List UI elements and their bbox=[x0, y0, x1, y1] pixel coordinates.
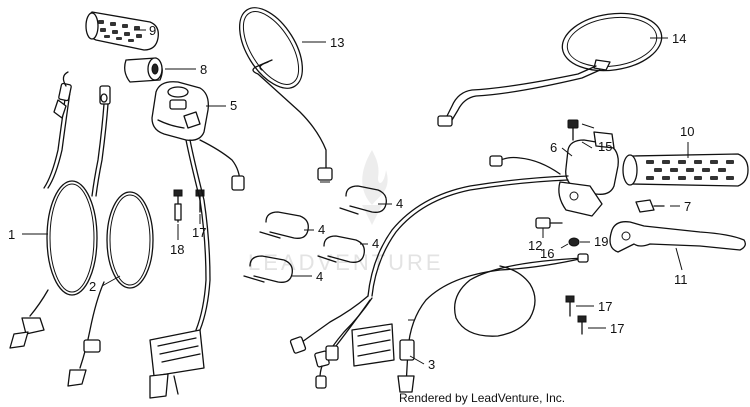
bolt-part-18[interactable] bbox=[173, 189, 183, 223]
callout-12: 12 bbox=[528, 238, 542, 253]
callout-4b: 4 bbox=[318, 222, 325, 237]
callout-16: 16 bbox=[540, 246, 554, 261]
wire-clamp-part-4d[interactable] bbox=[243, 255, 293, 283]
left-switch-harness bbox=[149, 139, 245, 399]
callout-10: 10 bbox=[680, 124, 694, 139]
mirror-left-part-13[interactable] bbox=[227, 0, 333, 183]
callout-17b: 17 bbox=[598, 299, 612, 314]
right-switch-harness bbox=[289, 155, 569, 389]
callout-13: 13 bbox=[330, 35, 344, 50]
bolt-part-17-right-a[interactable] bbox=[565, 295, 575, 317]
callout-3: 3 bbox=[428, 357, 435, 372]
bolt-part-15[interactable] bbox=[567, 119, 579, 141]
collar-part-8[interactable] bbox=[124, 57, 163, 83]
right-grip-part-10[interactable] bbox=[622, 153, 749, 187]
callout-14: 14 bbox=[672, 31, 686, 46]
callout-17c: 17 bbox=[610, 321, 624, 336]
bolt-part-17-right-b[interactable] bbox=[577, 315, 587, 335]
wire-clamp-part-4b[interactable] bbox=[259, 211, 309, 239]
nut-part-19[interactable] bbox=[568, 237, 580, 247]
callout-4a: 4 bbox=[396, 196, 403, 211]
callout-5: 5 bbox=[230, 98, 237, 113]
wire-clamp-part-4c[interactable] bbox=[317, 235, 365, 263]
brake-lever-part-11[interactable] bbox=[609, 221, 746, 253]
callout-17a: 17 bbox=[192, 225, 206, 240]
callout-labels: 9 8 5 13 14 1 2 4 4 4 4 6 15 10 7 11 12 … bbox=[8, 23, 694, 372]
callout-6: 6 bbox=[550, 140, 557, 155]
callout-8: 8 bbox=[200, 62, 207, 77]
callout-2: 2 bbox=[89, 279, 96, 294]
callout-9: 9 bbox=[149, 23, 156, 38]
callout-11: 11 bbox=[674, 272, 688, 287]
callout-19: 19 bbox=[594, 234, 608, 249]
callout-7: 7 bbox=[684, 199, 691, 214]
bolt-part-12[interactable] bbox=[535, 217, 563, 229]
callout-4d: 4 bbox=[316, 269, 323, 284]
cable-part-2[interactable] bbox=[67, 85, 154, 387]
right-switch-housing-part-6[interactable] bbox=[558, 131, 619, 217]
callout-18: 18 bbox=[170, 242, 184, 257]
callout-15: 15 bbox=[598, 139, 612, 154]
pivot-part-7[interactable] bbox=[635, 199, 665, 213]
callout-4c: 4 bbox=[372, 236, 379, 251]
callout-1: 1 bbox=[8, 227, 15, 242]
cable-part-1[interactable] bbox=[9, 71, 98, 349]
cable-part-3[interactable] bbox=[397, 253, 589, 393]
watermark-text: LEADVENTURE bbox=[248, 250, 444, 275]
leader-lines bbox=[22, 29, 689, 365]
left-grip-part-9[interactable] bbox=[85, 11, 159, 51]
left-switch-housing-part-5[interactable] bbox=[151, 81, 209, 141]
mirror-right-part-14[interactable] bbox=[437, 7, 665, 127]
credit-text: Rendered by LeadVenture, Inc. bbox=[399, 391, 565, 405]
wire-clamp-part-4a[interactable] bbox=[339, 185, 387, 215]
